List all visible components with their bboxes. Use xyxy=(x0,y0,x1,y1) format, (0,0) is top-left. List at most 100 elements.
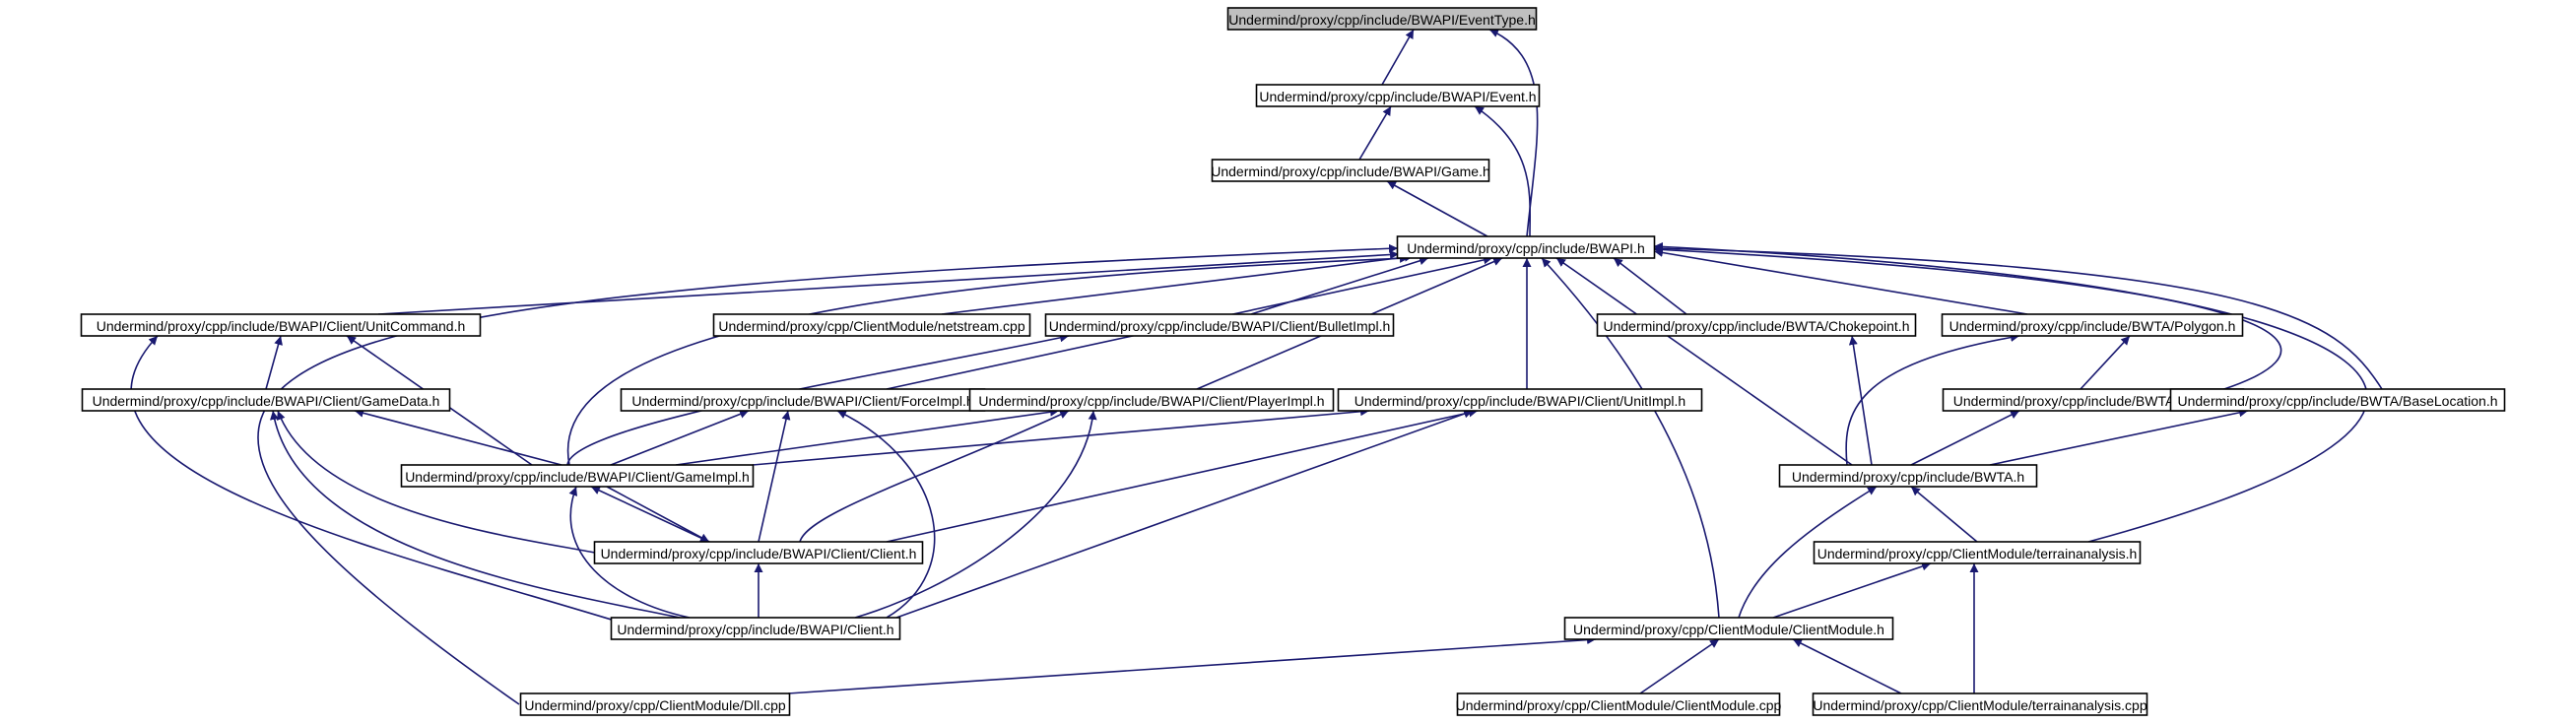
node-box xyxy=(1337,388,1703,412)
edge-polygon-includes-bwapi xyxy=(1653,248,2028,315)
node-dll[interactable]: Undermind/proxy/cpp/ClientModule/Dll.cpp xyxy=(519,692,791,716)
node-label: Undermind/proxy/cpp/include/BWTA/BaseLoc… xyxy=(2177,393,2497,409)
node-bulletimpl[interactable]: Undermind/proxy/cpp/include/BWAPI/Client… xyxy=(1044,313,1395,337)
edge-client-includes-gamedata xyxy=(270,410,681,619)
node-label: Undermind/proxy/cpp/include/BWAPI/Client… xyxy=(1049,318,1391,334)
node-box xyxy=(968,388,1335,412)
edge-gameimpl-includes-playerimpl xyxy=(675,407,1060,466)
edge-netstream-includes-bwapi xyxy=(941,252,1415,315)
edge-client-includes-gameimpl xyxy=(568,486,691,619)
node-client[interactable]: Undermind/proxy/cpp/include/BWAPI/Client… xyxy=(610,617,901,640)
node-label: Undermind/proxy/cpp/include/BWTA/Polygon… xyxy=(1949,318,2236,334)
edge-terraincpp-includes-clientmoduleh xyxy=(1792,638,1902,694)
node-label: Undermind/proxy/cpp/include/BWTA/Region.… xyxy=(1953,393,2234,409)
node-label: Undermind/proxy/cpp/include/BWAPI/Game.h xyxy=(1211,164,1490,179)
node-region[interactable]: Undermind/proxy/cpp/include/BWTA/Region.… xyxy=(1942,388,2245,412)
node-box xyxy=(1813,541,2142,564)
file-nodes: Undermind/proxy/cpp/include/BWAPI/EventT… xyxy=(80,7,2506,716)
node-forceimpl[interactable]: Undermind/proxy/cpp/include/BWAPI/Client… xyxy=(620,388,986,412)
node-label: Undermind/proxy/cpp/include/BWAPI/Client… xyxy=(97,318,466,334)
edge-terrainh-includes-bwta xyxy=(1910,486,1978,543)
node-box xyxy=(593,541,924,564)
node-playerimpl[interactable]: Undermind/proxy/cpp/include/BWAPI/Client… xyxy=(968,388,1335,412)
edge-gameimpl-includes-unitimpl xyxy=(752,407,1370,466)
node-polygon[interactable]: Undermind/proxy/cpp/include/BWTA/Polygon… xyxy=(1941,313,2244,337)
node-label: Undermind/proxy/cpp/ClientModule/Dll.cpp xyxy=(524,697,786,713)
edge-event-includes-eventtype xyxy=(1381,29,1415,86)
edge-gameimpl-includes-gamedata xyxy=(354,408,562,466)
node-terrainh[interactable]: Undermind/proxy/cpp/ClientModule/terrain… xyxy=(1813,541,2142,564)
node-box xyxy=(400,464,755,488)
node-bwta[interactable]: Undermind/proxy/cpp/include/BWTA.h xyxy=(1778,464,2038,488)
node-box xyxy=(2169,388,2506,412)
node-label: Undermind/proxy/cpp/include/BWAPI/Client… xyxy=(601,546,917,561)
node-label: Undermind/proxy/cpp/ClientModule/terrain… xyxy=(1813,697,2147,713)
node-label: Undermind/proxy/cpp/ClientModule/ClientM… xyxy=(1456,697,1782,713)
node-netstream[interactable]: Undermind/proxy/cpp/ClientModule/netstre… xyxy=(712,313,1031,337)
node-clientmodulecpp[interactable]: Undermind/proxy/cpp/ClientModule/ClientM… xyxy=(1456,692,1782,716)
node-game[interactable]: Undermind/proxy/cpp/include/BWAPI/Game.h xyxy=(1211,159,1490,182)
node-box xyxy=(1255,84,1541,107)
node-box xyxy=(1211,159,1490,182)
edge-clienth-includes-unitimpl xyxy=(886,408,1479,543)
edge-chokepoint-includes-bwapi xyxy=(1613,257,1687,315)
edge-game-includes-event xyxy=(1358,105,1392,161)
node-label: Undermind/proxy/cpp/include/BWTA/Chokepo… xyxy=(1603,318,1909,334)
node-label: Undermind/proxy/cpp/include/BWAPI/Client… xyxy=(978,393,1324,409)
node-box xyxy=(80,313,482,337)
node-box xyxy=(1596,313,1917,337)
edge-bulletimpl-includes-bwapi xyxy=(1250,256,1429,315)
node-box xyxy=(1226,7,1538,31)
edge-client-includes-unitimpl xyxy=(895,409,1474,619)
edge-clienth-includes-forceimpl xyxy=(758,410,791,543)
edge-gameimpl-includes-forceimpl xyxy=(610,410,750,466)
edge-client-includes-forceimpl xyxy=(836,410,936,619)
node-clienth[interactable]: Undermind/proxy/cpp/include/BWAPI/Client… xyxy=(593,541,924,564)
node-unitimpl[interactable]: Undermind/proxy/cpp/include/BWAPI/Client… xyxy=(1337,388,1703,412)
dependency-edges xyxy=(130,29,2383,705)
node-event[interactable]: Undermind/proxy/cpp/include/BWAPI/Event.… xyxy=(1255,84,1541,107)
node-gameimpl[interactable]: Undermind/proxy/cpp/include/BWAPI/Client… xyxy=(400,464,755,488)
edge-unitcommand-includes-bwapi xyxy=(377,250,1400,315)
node-baselocation[interactable]: Undermind/proxy/cpp/include/BWTA/BaseLoc… xyxy=(2169,388,2506,412)
node-box xyxy=(1563,617,1894,640)
node-box xyxy=(1778,464,2038,488)
edge-clienth-includes-gamedata xyxy=(276,410,596,554)
node-label: Undermind/proxy/cpp/ClientModule/netstre… xyxy=(718,318,1024,334)
node-chokepoint[interactable]: Undermind/proxy/cpp/include/BWTA/Chokepo… xyxy=(1596,313,1917,337)
edge-bwapi-includes-eventtype xyxy=(1488,29,1539,237)
node-box xyxy=(519,692,791,716)
node-bwapi[interactable]: Undermind/proxy/cpp/include/BWAPI.h xyxy=(1396,235,1656,259)
node-box xyxy=(1396,235,1656,259)
node-label: Undermind/proxy/cpp/ClientModule/ClientM… xyxy=(1573,622,1884,637)
edge-clienth-includes-gameimpl xyxy=(590,486,710,543)
node-box xyxy=(1456,692,1781,716)
edge-bwapi-includes-game xyxy=(1386,180,1488,237)
edge-bwta-includes-baselocation xyxy=(1989,408,2249,466)
edge-bwta-includes-region xyxy=(1910,410,2020,466)
node-label: Undermind/proxy/cpp/include/BWTA.h xyxy=(1792,469,2024,485)
node-unitcommand[interactable]: Undermind/proxy/cpp/include/BWAPI/Client… xyxy=(80,313,482,337)
edge-clientmodulecpp-includes-clientmoduleh xyxy=(1639,638,1720,694)
edge-clientmoduleh-includes-terrainh xyxy=(1772,561,1932,619)
edge-dll-includes-bwapi xyxy=(257,243,1399,705)
node-eventtype[interactable]: Undermind/proxy/cpp/include/BWAPI/EventT… xyxy=(1226,7,1538,31)
node-label: Undermind/proxy/cpp/include/BWAPI/Client… xyxy=(631,393,973,409)
node-label: Undermind/proxy/cpp/include/BWAPI/Event.… xyxy=(1259,89,1536,104)
node-terraincpp[interactable]: Undermind/proxy/cpp/ClientModule/terrain… xyxy=(1812,692,2148,716)
edge-baselocation-includes-bwapi xyxy=(1653,243,2383,390)
node-box xyxy=(1812,692,2148,716)
edge-bwta-includes-polygon xyxy=(1845,333,2020,466)
node-label: Undermind/proxy/cpp/ClientModule/terrain… xyxy=(1817,546,2138,561)
node-label: Undermind/proxy/cpp/include/BWAPI/Client… xyxy=(1354,393,1685,409)
edge-clienth-includes-playerimpl xyxy=(799,410,1070,543)
node-box xyxy=(1044,313,1395,337)
edge-client-includes-playerimpl xyxy=(854,410,1097,619)
edge-dll-includes-clientmoduleh xyxy=(787,635,1597,694)
edge-clientmoduleh-includes-bwta xyxy=(1738,486,1878,619)
node-clientmoduleh[interactable]: Undermind/proxy/cpp/ClientModule/ClientM… xyxy=(1563,617,1894,640)
node-gamedata[interactable]: Undermind/proxy/cpp/include/BWAPI/Client… xyxy=(81,388,451,412)
node-label: Undermind/proxy/cpp/include/BWAPI/Client… xyxy=(617,622,893,637)
node-box xyxy=(81,388,451,412)
